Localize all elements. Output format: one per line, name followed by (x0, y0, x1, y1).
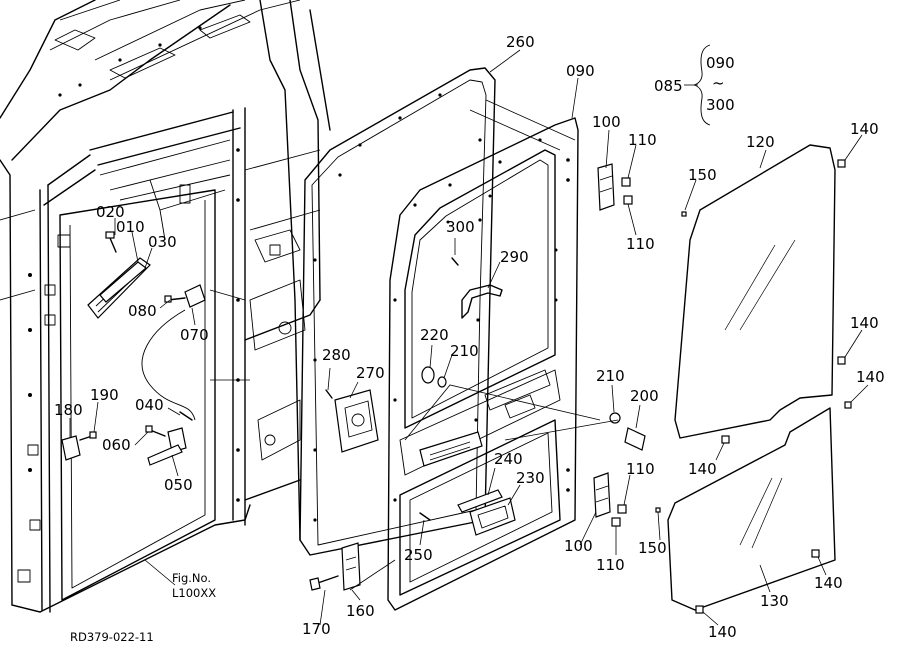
rear-latch (145, 411, 193, 466)
label-140-b: 140 (850, 314, 879, 332)
label-290: 290 (500, 248, 529, 266)
label-240: 240 (494, 450, 523, 468)
label-120: 120 (746, 133, 775, 151)
label-210-b: 210 (596, 367, 625, 385)
label-110-c: 110 (626, 460, 655, 478)
label-260: 260 (506, 33, 535, 51)
figure-code: L100XX (172, 586, 216, 600)
label-100-top: 100 (592, 113, 621, 131)
glass-fasteners (655, 159, 852, 614)
upper-glass-pane (674, 144, 836, 439)
label-010: 010 (116, 218, 145, 236)
label-085-range-start: 090 (706, 54, 735, 72)
label-070: 070 (180, 326, 209, 344)
label-200: 200 (630, 387, 659, 405)
lower-striker (609, 412, 646, 451)
label-085-range-end: 300 (706, 96, 735, 114)
door-lock-assembly (325, 389, 379, 453)
label-100-bot: 100 (564, 537, 593, 555)
label-180: 180 (54, 401, 83, 419)
handle-bushes (421, 257, 459, 388)
label-090: 090 (566, 62, 595, 80)
label-300: 300 (446, 218, 475, 236)
label-130: 130 (760, 592, 789, 610)
label-210-a: 210 (450, 342, 479, 360)
drawing-code: RD379-022-11 (70, 630, 154, 644)
label-220: 220 (420, 326, 449, 344)
label-140-c: 140 (856, 368, 885, 386)
inner-door-handle (419, 489, 516, 536)
door-lock-cable (141, 284, 206, 421)
label-250: 250 (404, 546, 433, 564)
lower-glass-pane (667, 407, 836, 611)
label-110-b: 110 (626, 235, 655, 253)
door-striker (309, 542, 361, 591)
range-bracket (693, 44, 711, 126)
hinge-lower (593, 472, 627, 527)
door-seal (299, 67, 496, 556)
hinge-upper (597, 163, 633, 211)
label-280: 280 (322, 346, 351, 364)
label-110-d: 110 (596, 556, 625, 574)
label-150-b: 150 (638, 539, 667, 557)
rear-hinge (61, 431, 97, 461)
label-140-a: 140 (850, 120, 879, 138)
cab-door (387, 117, 579, 611)
label-085: 085 (654, 77, 683, 95)
bolt-020 (105, 231, 117, 253)
part-labels: 020 010 030 080 070 040 060 050 180 190 … (54, 33, 885, 644)
label-140-d: 140 (688, 460, 717, 478)
label-030: 030 (148, 233, 177, 251)
label-040: 040 (135, 396, 164, 414)
label-020: 020 (96, 203, 125, 221)
label-140-f: 140 (708, 623, 737, 641)
label-110-a: 110 (628, 131, 657, 149)
latch-plate (87, 257, 151, 319)
leader-lines (69, 49, 869, 626)
label-150-a: 150 (688, 166, 717, 184)
figure-ref: Fig.No. (172, 571, 211, 585)
label-160: 160 (346, 602, 375, 620)
label-170: 170 (302, 620, 331, 638)
label-080: 080 (128, 302, 157, 320)
label-230: 230 (516, 469, 545, 487)
label-085-range-tilde: ~ (712, 74, 725, 92)
label-190: 190 (90, 386, 119, 404)
label-050: 050 (164, 476, 193, 494)
label-060: 060 (102, 436, 131, 454)
label-270: 270 (356, 364, 385, 382)
label-140-e: 140 (814, 574, 843, 592)
cab-frame (0, 0, 331, 613)
